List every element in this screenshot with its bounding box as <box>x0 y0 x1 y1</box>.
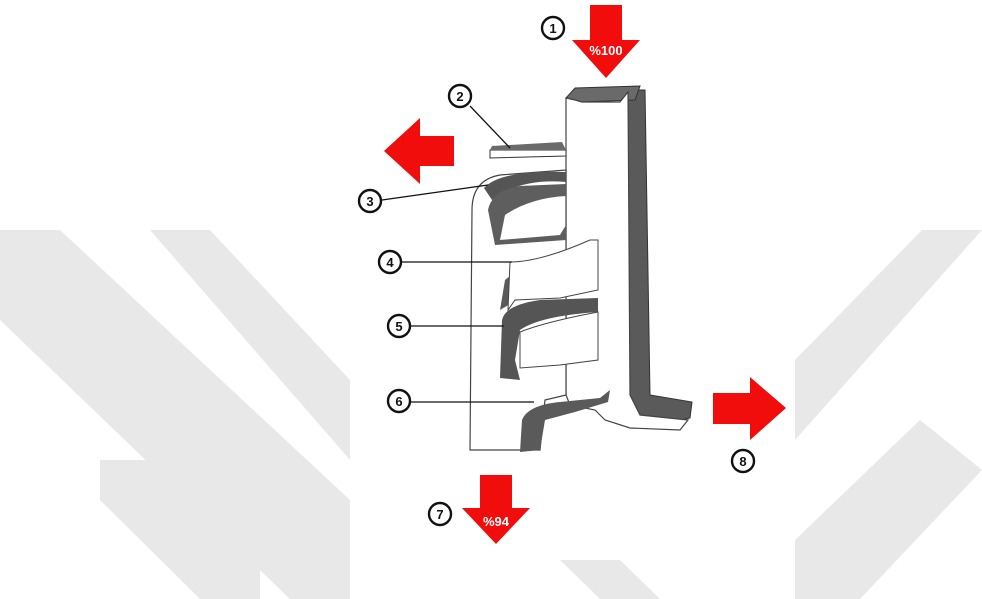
svg-text:3: 3 <box>366 194 373 209</box>
gate-2-shadow <box>490 142 566 150</box>
svg-text:1: 1 <box>549 21 556 36</box>
callout-3: 3 <box>357 188 383 214</box>
outlet-bottom-arrow <box>462 475 530 544</box>
gate-4-body <box>507 239 599 312</box>
watermark-chevron-bottom <box>560 560 660 599</box>
watermark-chevron-left <box>0 230 350 599</box>
runner-column <box>469 169 610 452</box>
callout-1: 1 <box>540 15 566 41</box>
gate-3-shadow <box>484 171 566 200</box>
inlet-arrow-label: %100 <box>589 43 622 58</box>
svg-text:5: 5 <box>395 319 402 334</box>
leader-lines <box>381 105 534 403</box>
gate-3-lower <box>488 184 566 245</box>
outlet-bottom-arrow-label: %94 <box>483 514 510 529</box>
watermark-chevron-right <box>795 230 982 440</box>
gate-5-shadow <box>500 298 598 380</box>
sprue-shadow <box>624 89 693 426</box>
callouts: 1 2 3 4 5 6 7 8 <box>357 15 756 527</box>
gate-6-shadow <box>520 390 610 452</box>
watermark-chevron-left-inner <box>150 230 350 460</box>
callout-2: 2 <box>447 83 473 109</box>
sprue-top <box>565 85 641 103</box>
outlet-right-arrow <box>713 377 786 440</box>
svg-text:8: 8 <box>739 454 746 469</box>
watermark-chevron-left-lower <box>100 460 260 599</box>
outlet-left-arrow <box>384 118 454 184</box>
leader-2 <box>469 105 511 149</box>
callout-4: 4 <box>377 249 403 275</box>
svg-text:2: 2 <box>456 89 463 104</box>
svg-text:6: 6 <box>395 394 402 409</box>
flow-arrows: %100 %94 <box>384 5 786 544</box>
inlet-arrow <box>572 5 640 78</box>
watermark-chevron-right-lower <box>795 420 982 599</box>
gate-2-body <box>489 149 567 159</box>
svg-text:4: 4 <box>386 255 394 270</box>
watermark <box>0 230 982 599</box>
gate-2 <box>489 142 567 159</box>
callout-6: 6 <box>386 388 412 414</box>
callout-8: 8 <box>730 448 756 474</box>
callout-7: 7 <box>427 501 453 527</box>
callout-5: 5 <box>386 313 412 339</box>
gate-5-body <box>519 311 599 369</box>
svg-text:7: 7 <box>436 507 443 522</box>
leader-3 <box>381 184 489 201</box>
